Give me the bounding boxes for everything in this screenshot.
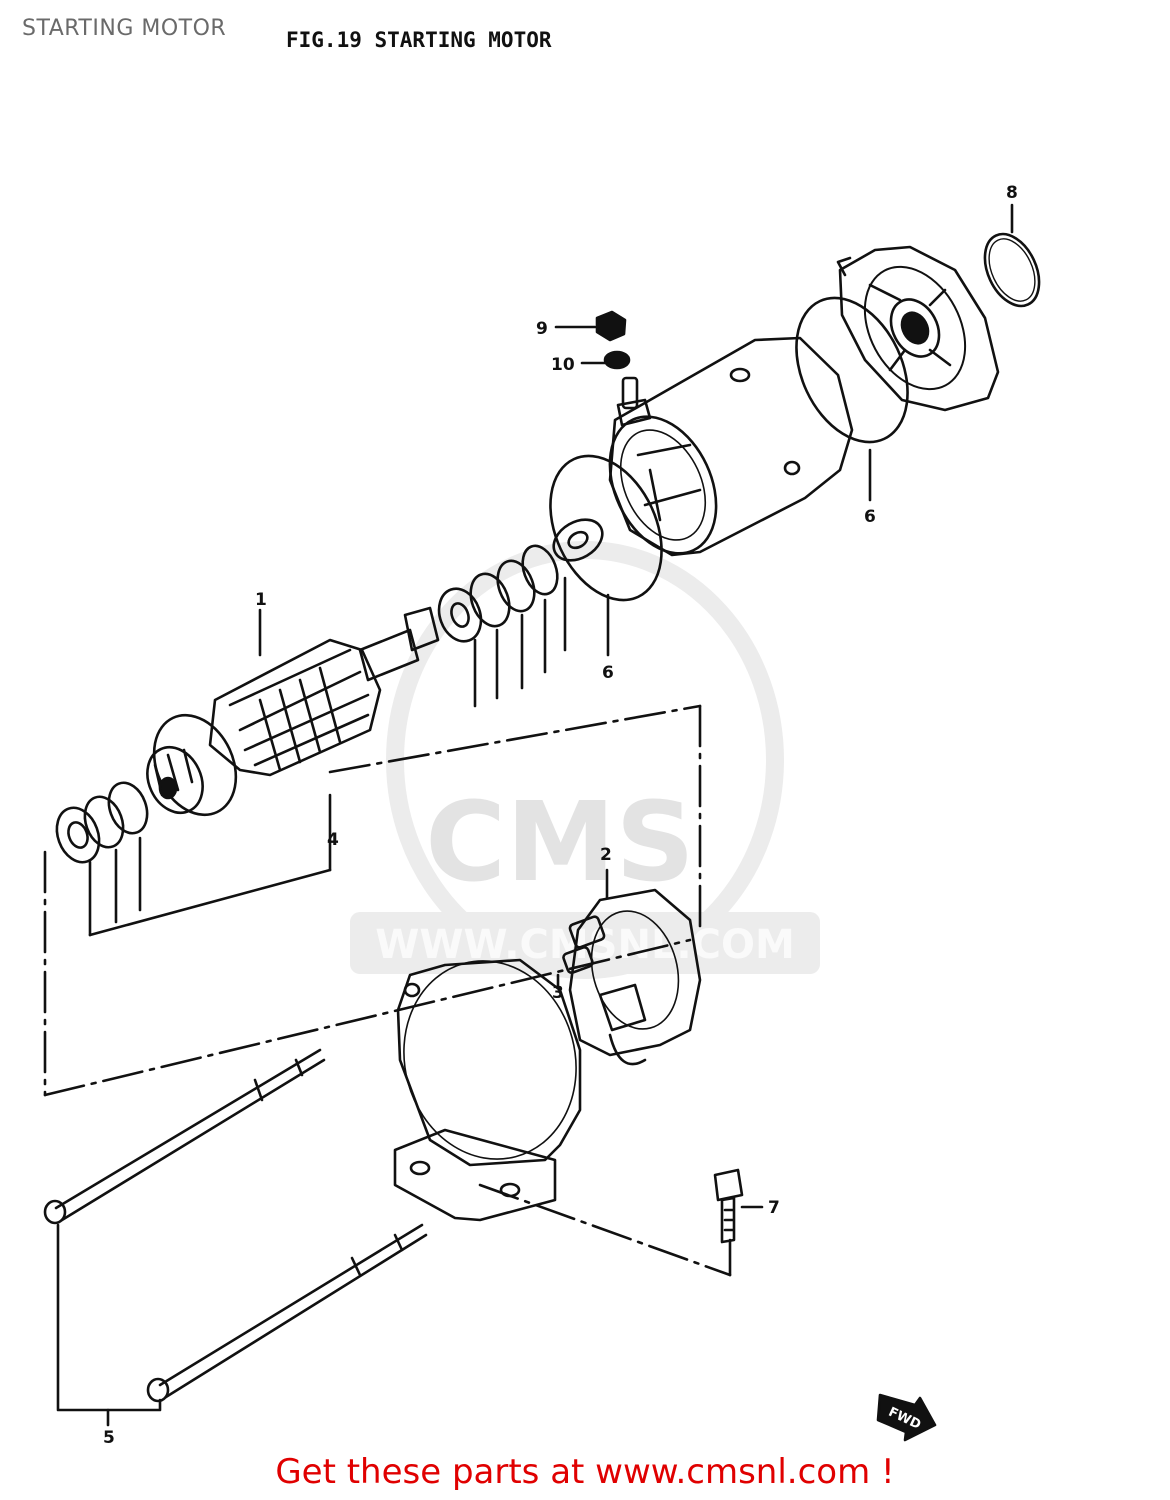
label-part-6-rear: 6 xyxy=(864,507,876,527)
motor-yoke-housing xyxy=(608,336,854,557)
label-part-4: 4 xyxy=(327,830,339,850)
fwd-arrow-icon xyxy=(876,1393,937,1442)
part-6-o-ring-front xyxy=(549,454,663,657)
page-title: STARTING MOTOR xyxy=(22,16,227,41)
part-4-bracket-line xyxy=(43,850,692,1097)
label-part-7: 7 xyxy=(768,1198,780,1218)
part-10-washer xyxy=(580,350,631,370)
part-6-o-ring-rear xyxy=(795,296,909,502)
part-2-brush-plate xyxy=(568,868,702,1057)
part-1-armature xyxy=(146,606,440,817)
shim-washers-front xyxy=(55,781,332,937)
front-bracket-cover xyxy=(393,958,732,1277)
label-part-3: 3 xyxy=(552,983,564,1003)
footer-parts-link[interactable]: Get these parts at www.cmsnl.com ! xyxy=(275,1452,895,1492)
label-part-1: 1 xyxy=(255,590,267,610)
label-part-8: 8 xyxy=(1006,183,1018,203)
shim-washers-rear xyxy=(328,544,702,932)
label-part-10: 10 xyxy=(551,355,575,375)
rear-end-cover xyxy=(836,245,1000,412)
part-7-bolt xyxy=(713,1168,764,1244)
part-9-nut xyxy=(554,310,627,342)
label-part-6-front: 6 xyxy=(602,663,614,683)
cms-watermark: CMS WWW.CMSNL.COM xyxy=(350,541,820,979)
label-part-2: 2 xyxy=(600,845,612,865)
part-8-o-ring xyxy=(983,203,1041,308)
label-part-5: 5 xyxy=(103,1428,115,1448)
figure-title: FIG.19 STARTING MOTOR xyxy=(286,28,552,52)
part-3-brushes xyxy=(556,915,647,1066)
label-part-9: 9 xyxy=(536,319,548,339)
part-5-through-bolts xyxy=(43,1048,428,1427)
watermark-brand: CMS xyxy=(425,778,694,906)
